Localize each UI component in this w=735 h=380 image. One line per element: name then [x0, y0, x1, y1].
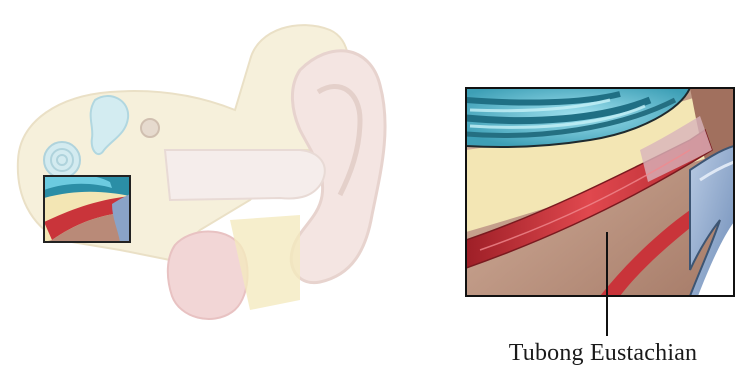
ear-cross-section — [18, 25, 385, 319]
detail-locator-box — [44, 174, 130, 242]
detail-inset — [466, 88, 734, 296]
eustachian-tube-label: Tubong Eustachian — [478, 340, 728, 367]
